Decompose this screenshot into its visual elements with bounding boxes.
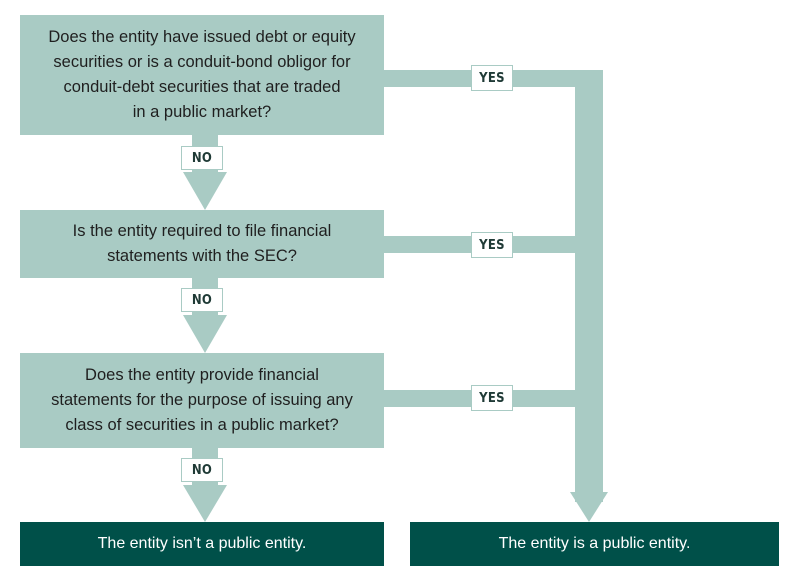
no-arrowhead-1 xyxy=(183,172,227,210)
question-1-text: Does the entity have issued debt or equi… xyxy=(48,28,356,121)
yes-arrowhead xyxy=(570,492,608,522)
yes-label-2: YES xyxy=(471,232,513,258)
yes-label-1: YES xyxy=(471,65,513,91)
question-3-text: Does the entity provide financial statem… xyxy=(51,366,353,434)
outcome-not-public: The entity isn’t a public entity. xyxy=(20,522,384,566)
yes-trunk xyxy=(575,70,603,502)
question-2-text: Is the entity required to file financial… xyxy=(72,222,332,265)
no-arrowhead-3 xyxy=(183,485,227,522)
yes-label-3: YES xyxy=(471,385,513,411)
question-box-2: Is the entity required to file financial… xyxy=(20,210,384,278)
no-arrowhead-2 xyxy=(183,315,227,353)
no-label-2: NO xyxy=(181,288,223,312)
question-box-1: Does the entity have issued debt or equi… xyxy=(20,15,384,135)
outcome-public: The entity is a public entity. xyxy=(410,522,779,566)
no-label-1: NO xyxy=(181,146,223,170)
no-label-3: NO xyxy=(181,458,223,482)
question-box-3: Does the entity provide financial statem… xyxy=(20,353,384,448)
